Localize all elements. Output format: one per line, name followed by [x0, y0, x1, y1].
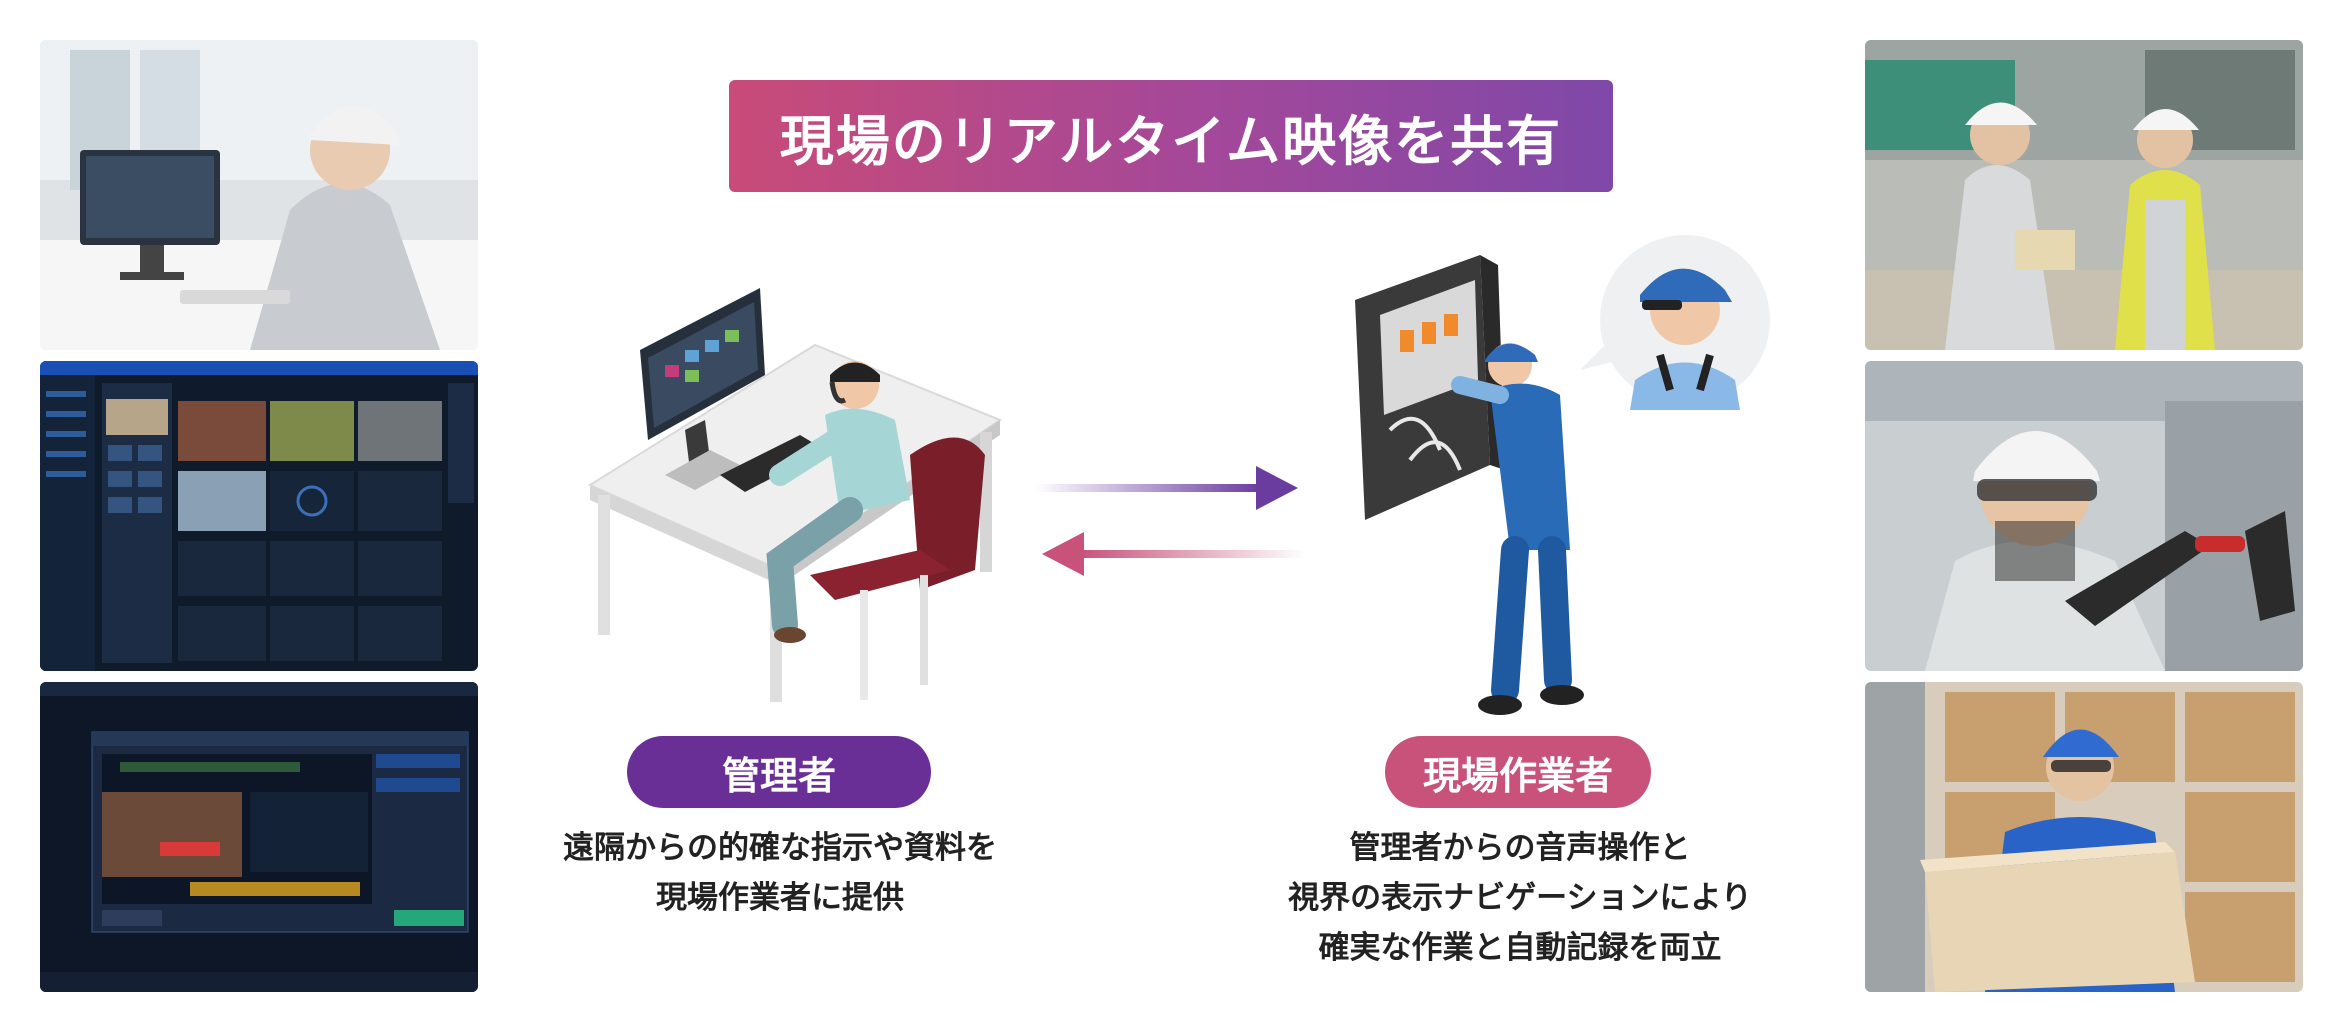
arrow-right-icon: [1035, 466, 1298, 510]
worker-description: 管理者からの音声操作と 視界の表示ナビゲーションにより 確実な作業と自動記録を両…: [1288, 830, 1752, 966]
photo-worker-carrying-box: [1865, 682, 2303, 992]
manager-description: 遠隔からの的確な指示や資料を 現場作業者に提供: [563, 830, 997, 916]
desk-worker-illustration: [580, 270, 1010, 710]
screenshot-remote-support-dashboard: [40, 361, 478, 671]
photo-construction-site: [1865, 40, 2303, 350]
manager-label: 管理者: [627, 736, 931, 808]
worker-label: 現場作業者: [1385, 736, 1651, 808]
photo-worker-with-smart-glasses: [1865, 361, 2303, 671]
title-banner: 現場のリアルタイム映像を共有: [729, 80, 1613, 192]
page-title: 現場のリアルタイム映像を共有: [779, 109, 1563, 173]
field-worker-illustration: [1340, 220, 1780, 730]
screenshot-new-task-dialog: [40, 682, 478, 992]
arrow-left-icon: [1042, 532, 1305, 576]
photo-office-operator: [40, 40, 478, 350]
